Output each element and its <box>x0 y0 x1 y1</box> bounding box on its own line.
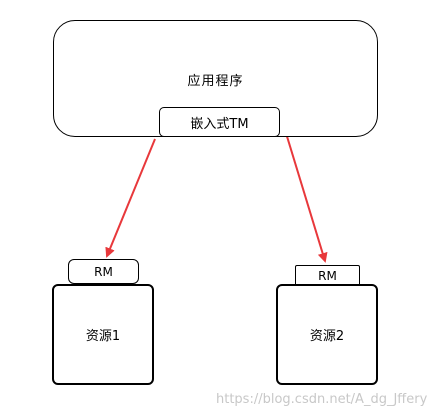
resource2-box: 资源2 <box>276 284 378 385</box>
watermark-text: https://blog.csdn.net/A_dg_Jffery <box>216 392 428 407</box>
embedded-tm-label: 嵌入式TM <box>190 116 249 132</box>
rm1-label: RM <box>94 264 113 279</box>
resource1-box: 资源1 <box>52 284 154 385</box>
rm2-label: RM <box>318 268 337 283</box>
resource1-label: 资源1 <box>85 329 121 344</box>
embedded-tm-box: 嵌入式TM <box>159 107 280 137</box>
rm1-box: RM <box>68 259 139 284</box>
application-label: 应用程序 <box>187 74 244 89</box>
arrow-tm-to-rm1 <box>105 138 156 258</box>
arrow-tm-to-rm2 <box>281 119 328 263</box>
resource2-label: 资源2 <box>309 329 345 344</box>
rm2-box: RM <box>295 265 360 286</box>
